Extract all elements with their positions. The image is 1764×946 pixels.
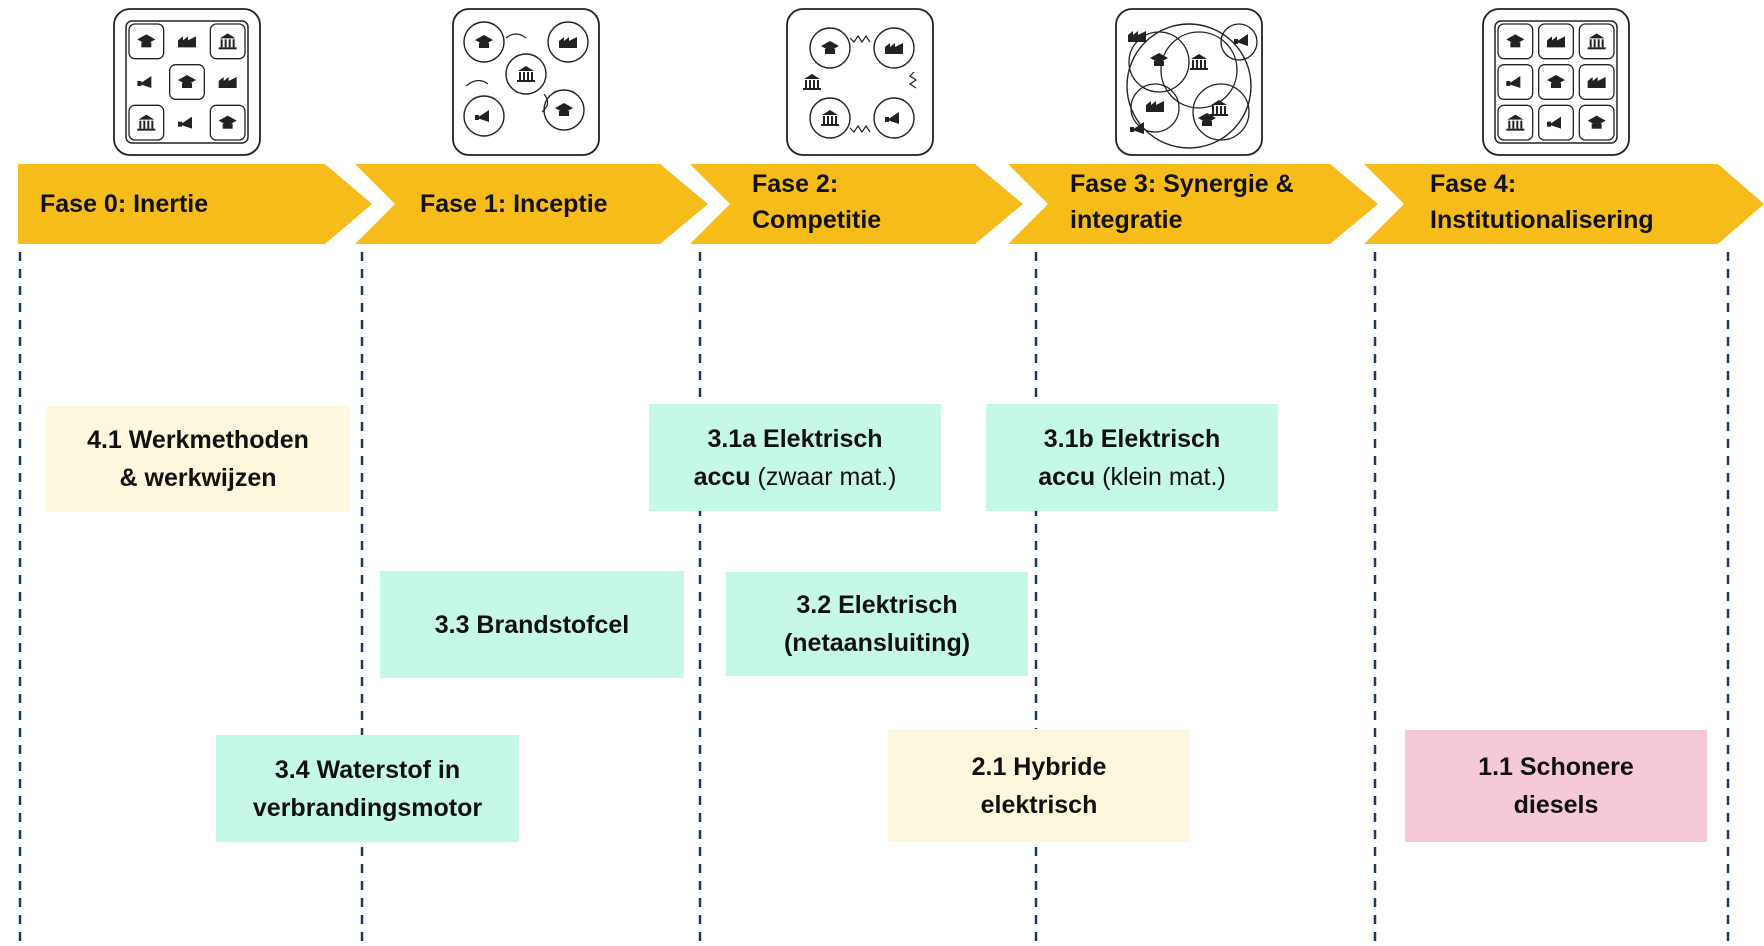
phase-arrows [18, 164, 1764, 244]
phase-arrow-fase-3 [1008, 164, 1378, 244]
phase-label-fase-3: Fase 3: Synergie & integratie [1070, 166, 1294, 238]
box-3-1a: 3.1a Elektrisch accu (zwaar mat.) [649, 404, 941, 511]
phase-label-line: Institutionalisering [1430, 206, 1654, 234]
box-text-segment: (klein mat.) [1095, 462, 1226, 491]
box-text-line: verbrandingsmotor [253, 789, 482, 827]
box-3-3: 3.3 Brandstofcel [380, 571, 684, 678]
phase-arrow-fase-4 [1364, 164, 1764, 244]
box-text-line: 2.1 Hybride [972, 748, 1107, 786]
box-text-line: & werkwijzen [120, 459, 277, 497]
phase-label-fase-4: Fase 4: Institutionalisering [1430, 166, 1654, 238]
box-4-1: 4.1 Werkmethoden & werkwijzen [46, 406, 350, 512]
phase-label-line: Fase 3: Synergie & [1070, 170, 1294, 198]
box-text-segment: 3.3 Brandstofcel [434, 610, 630, 639]
box-text-line: 3.3 Brandstofcel [435, 606, 630, 644]
phase-label-line: Competitie [752, 206, 882, 234]
box-text-line: accu (klein mat.) [1038, 458, 1226, 496]
phase-label-line: Fase 0: Inertie [40, 190, 209, 218]
box-text-line: 1.1 Schonere [1478, 748, 1634, 786]
box-text-segment: verbrandingsmotor [252, 793, 483, 822]
box-3-2: 3.2 Elektrisch (netaansluiting) [726, 572, 1028, 676]
box-text-segment: 1.1 Schonere [1478, 753, 1634, 781]
phase-label-fase-2: Fase 2: Competitie [752, 166, 881, 238]
box-3-1b: 3.1b Elektrisch accu (klein mat.) [986, 404, 1278, 511]
box-text-segment: (netaansluiting) [783, 629, 971, 657]
box-text-segment: 3.1b Elektrisch [1043, 424, 1221, 453]
phase-label-fase-0: Fase 0: Inertie [40, 186, 208, 222]
box-text-segment: 3.4 Waterstof in [274, 755, 461, 784]
box-text-segment: 4.1 Werkmethoden [87, 426, 309, 454]
box-text-line: accu (zwaar mat.) [694, 458, 897, 496]
box-text-segment: elektrisch [980, 790, 1098, 819]
phase-label-line: Fase 2: [752, 170, 839, 198]
box-3-4: 3.4 Waterstof in verbrandingsmotor [216, 735, 519, 842]
competing-actor-clusters-icon [786, 8, 934, 156]
phase-label-line: Fase 4: [1430, 170, 1517, 198]
phase-label-line: Fase 1: Inceptie [420, 190, 608, 218]
box-text-segment: (zwaar mat.) [750, 462, 897, 491]
overlapping-actor-circles-icon [1115, 8, 1263, 156]
box-text-line: elektrisch [981, 786, 1098, 824]
box-text-line: diesels [1514, 786, 1599, 824]
box-text-line: 3.1b Elektrisch [1044, 420, 1220, 458]
box-text-line: (netaansluiting) [784, 624, 970, 662]
box-text-segment: diesels [1513, 791, 1599, 819]
box-2-1: 2.1 Hybride elektrisch [888, 729, 1190, 842]
structured-actor-grid-icon [1482, 8, 1630, 156]
grid-of-actor-blocks-icon [113, 8, 261, 156]
phase-arrow-fase-2 [690, 164, 1023, 244]
phase-arrow-fase-0 [18, 164, 372, 244]
box-text-segment: 3.1a Elektrisch [707, 424, 883, 453]
box-text-segment: 2.1 Hybride [971, 752, 1107, 781]
box-1-1: 1.1 Schonere diesels [1405, 730, 1707, 842]
phase-label-line: integratie [1070, 206, 1183, 234]
box-text-line: 3.2 Elektrisch [796, 586, 957, 624]
box-text-segment: & werkwijzen [119, 464, 277, 492]
phase-label-fase-1: Fase 1: Inceptie [420, 186, 608, 222]
box-text-segment: accu [693, 462, 751, 491]
box-text-segment: accu [1038, 462, 1096, 491]
scattered-actor-clusters-icon [452, 8, 600, 156]
box-text-segment: 3.2 Elektrisch [796, 591, 958, 619]
box-text-line: 4.1 Werkmethoden [87, 421, 309, 459]
box-text-line: 3.1a Elektrisch [707, 420, 882, 458]
box-text-line: 3.4 Waterstof in [275, 751, 460, 789]
phase-arrow-fase-1 [355, 164, 708, 244]
phase-icons [113, 8, 1630, 156]
